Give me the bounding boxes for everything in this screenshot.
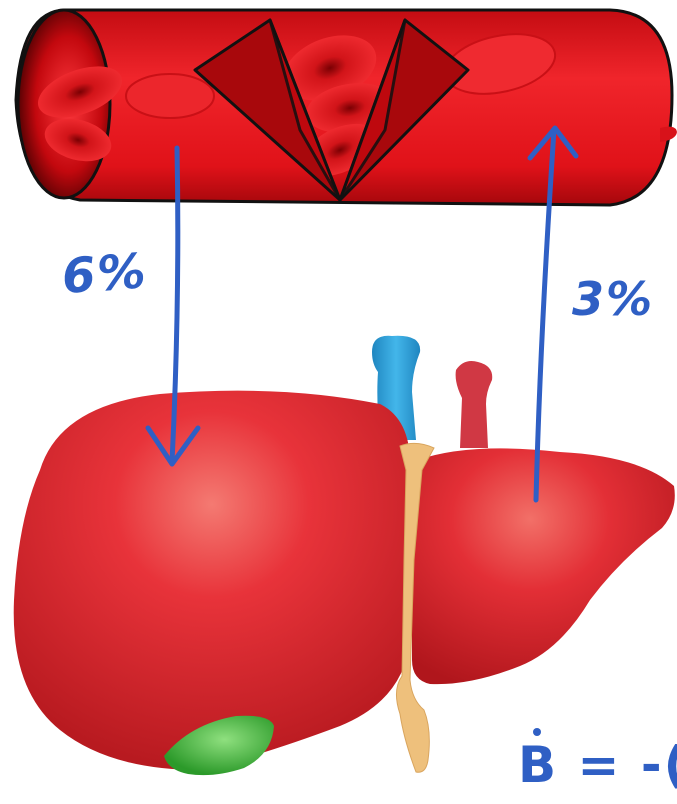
right-flow-label: 3% [572,272,654,326]
hepatic-artery [456,361,493,448]
liver-right-lobe [412,448,675,684]
blood-vessel [16,10,677,205]
equation-fragment: B = -( [518,736,677,794]
derivative-dot [533,728,541,736]
liver [14,336,675,775]
vessel-drip [660,127,677,142]
left-flow-label: 6% [60,243,149,305]
liver-left-lobe [14,391,410,770]
